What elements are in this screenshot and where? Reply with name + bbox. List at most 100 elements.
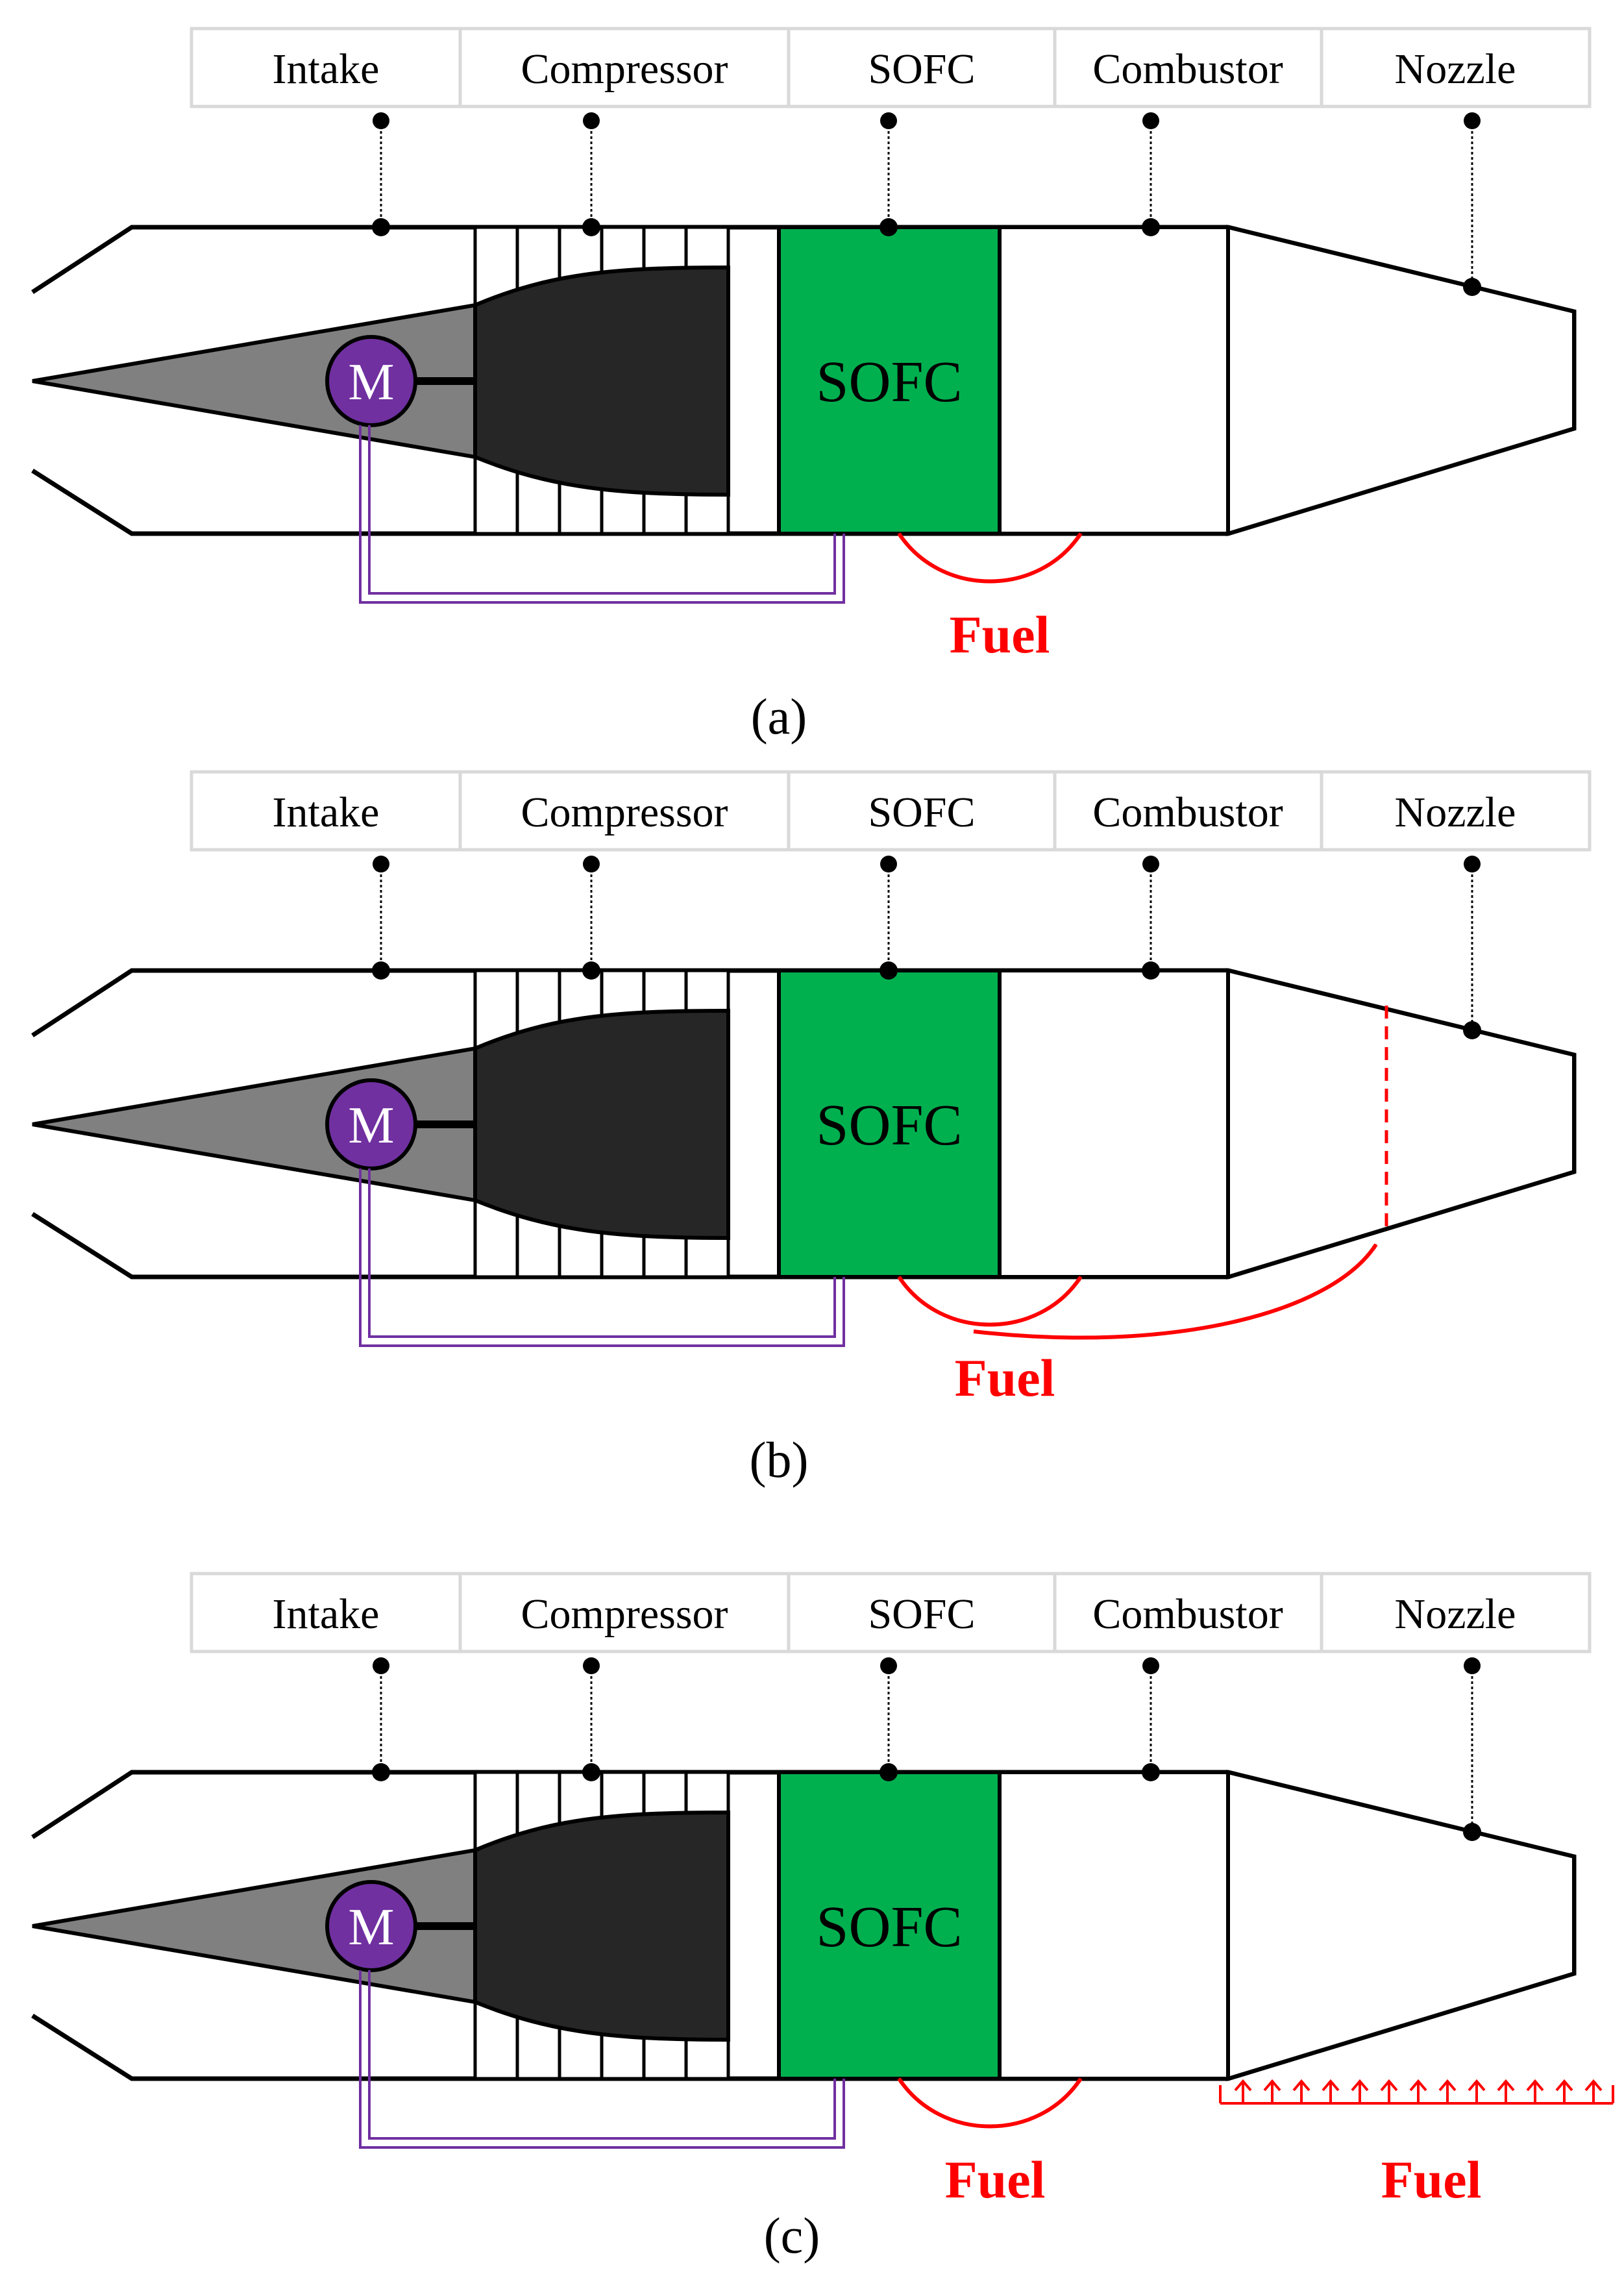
header-cell-intake (190, 27, 462, 108)
station-label-combustor: Combustor (1092, 1590, 1283, 1638)
station-label-nozzle: Nozzle (1395, 1590, 1516, 1638)
dot (373, 856, 389, 872)
dot (880, 961, 898, 980)
fuel-arrow (897, 2077, 1083, 2129)
fuel-label: Fuel (950, 605, 1050, 664)
panel-b: Intake Compressor SOFC Combustor Nozzle (31, 770, 1592, 1488)
panel-caption: (c) (764, 2207, 820, 2264)
nozzle-section (1226, 1770, 1576, 2082)
leader-lines (380, 1666, 1473, 1832)
station-label-sofc: SOFC (868, 45, 975, 93)
station-label-compressor: Compressor (521, 789, 728, 836)
dot (880, 112, 897, 129)
fuel-label-nozzle: Fuel (1381, 2150, 1482, 2209)
station-dots (372, 856, 1481, 1039)
panel-c: Intake Compressor SOFC Combustor Nozzle (31, 1572, 1614, 2264)
station-label-sofc: SOFC (868, 1590, 975, 1638)
station-header: Intake Compressor SOFC Combustor Nozzle (190, 770, 1592, 852)
dot (1464, 856, 1481, 872)
station-header: Intake Compressor SOFC Combustor Nozzle (190, 27, 1592, 108)
station-dots (372, 1657, 1481, 1841)
station-label-sofc: SOFC (868, 789, 975, 836)
header-cell-sofc (787, 770, 1057, 852)
sofc-block-label: SOFC (816, 1093, 962, 1157)
motor-circle (325, 1880, 417, 1972)
panel-caption: (a) (751, 688, 807, 745)
motor-label: M (348, 354, 394, 411)
station-label-compressor: Compressor (521, 1590, 728, 1638)
sofc-block-label: SOFC (816, 350, 962, 414)
motor-power-wire (359, 1970, 845, 2149)
fuel-arrow (897, 532, 1083, 584)
nozzle-section (1226, 968, 1576, 1280)
compressor-hub (473, 265, 730, 497)
header-cell-nozzle (1320, 770, 1592, 852)
nozzle-section (1226, 225, 1576, 537)
header-cell-combustor (1053, 1572, 1323, 1653)
station-dots (372, 112, 1481, 296)
fuel-arrow (897, 1276, 1083, 1327)
dot (1142, 218, 1160, 236)
header-cell-nozzle (1320, 27, 1592, 108)
station-label-intake: Intake (273, 45, 380, 93)
dot (582, 961, 600, 980)
sofc-block (777, 969, 1002, 1279)
panel-a: Intake Compressor SOFC Combustor Nozzle (31, 27, 1592, 745)
dot (880, 1657, 897, 1674)
dot (1463, 278, 1481, 296)
dot (583, 112, 600, 129)
motor-power-wire (359, 425, 845, 604)
motor-power-wire (359, 1169, 845, 1347)
dot (372, 1763, 390, 1781)
dot (373, 1657, 389, 1674)
header-cell-combustor (1053, 770, 1323, 852)
station-label-intake: Intake (273, 789, 380, 836)
header-cell-compressor (458, 27, 791, 108)
motor-label: M (348, 1899, 394, 1956)
dot (1464, 112, 1481, 129)
dot (583, 1657, 600, 1674)
fuel-arrow-afterburner (973, 1243, 1378, 1340)
station-label-combustor: Combustor (1092, 45, 1283, 93)
dot (880, 1763, 898, 1781)
combustor-section (998, 225, 1230, 536)
station-header: Intake Compressor SOFC Combustor Nozzle (190, 1572, 1592, 1653)
fuel-label: Fuel (945, 2150, 1046, 2209)
injector-arrows (1234, 2079, 1603, 2103)
dot (582, 218, 600, 236)
header-cell-compressor (458, 1572, 791, 1653)
station-label-intake: Intake (273, 1590, 380, 1638)
leader-lines (380, 864, 1473, 1030)
sofc-block (777, 225, 1002, 536)
station-label-compressor: Compressor (521, 45, 728, 93)
dot (372, 961, 390, 980)
dot (583, 856, 600, 872)
dot (1463, 1021, 1481, 1039)
dot (1142, 961, 1160, 980)
sofc-block (777, 1770, 1002, 2081)
panel-caption: (b) (750, 1431, 809, 1488)
motor-circle (325, 335, 417, 427)
dot (1142, 1763, 1160, 1781)
leader-lines (380, 121, 1473, 287)
dot (372, 218, 390, 236)
station-label-nozzle: Nozzle (1395, 789, 1516, 836)
header-cell-nozzle (1320, 1572, 1592, 1653)
dot (373, 112, 389, 129)
dot (1463, 1823, 1481, 1841)
header-cell-sofc (787, 27, 1057, 108)
dot (1142, 856, 1159, 872)
motor-circle (325, 1078, 417, 1170)
dot (582, 1763, 600, 1781)
compressor-hub (473, 1810, 730, 2042)
nozzle-fuel-injection (1219, 2079, 1614, 2105)
dot (880, 856, 897, 872)
sofc-block-label: SOFC (816, 1895, 962, 1959)
dot (880, 218, 898, 236)
motor-label: M (348, 1097, 394, 1154)
combustor-section (998, 1770, 1230, 2081)
station-label-combustor: Combustor (1092, 789, 1283, 836)
station-label-nozzle: Nozzle (1395, 45, 1516, 93)
dot (1142, 1657, 1159, 1674)
